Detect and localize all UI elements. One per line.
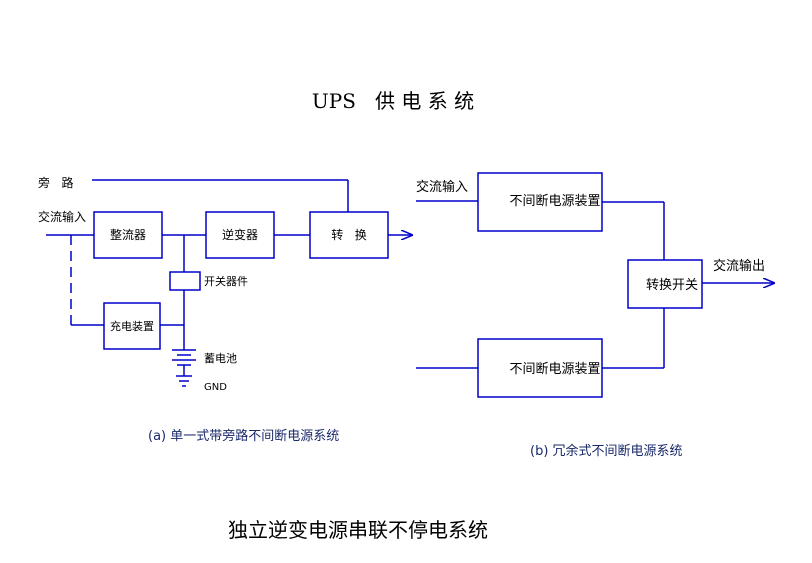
switch-device-box [169, 271, 201, 291]
transfer-label: 转 换 [331, 227, 366, 242]
caption-a: (a) 单一式带旁路不间断电源系统 [148, 428, 339, 444]
ac-output-label: 交流输出 [713, 258, 765, 274]
inverter-label: 逆变器 [222, 227, 258, 242]
ac-input-label-a: 交流输入 [38, 209, 86, 224]
battery-label: 蓄电池 [204, 352, 237, 365]
ups-box-bottom [477, 338, 603, 398]
ups-box-top [477, 172, 603, 232]
inverter-box [205, 211, 275, 259]
ac-input-label-b: 交流输入 [416, 179, 468, 195]
charger-box [103, 302, 161, 350]
gnd-label: GND [204, 382, 227, 393]
diagram-b: 交流输入 不间断电源装置 转换开关 交流输出 不间断电源装置 (b) 冗余式不间… [416, 172, 774, 459]
caption-b: (b) 冗余式不间断电源系统 [530, 443, 683, 459]
rectifier-label: 整流器 [110, 227, 146, 242]
ups-bottom-label: 不间断电源装置 [509, 362, 600, 377]
rectifier-box [93, 211, 163, 259]
diagram-a: 旁 路 交流输入 整流器 逆变器 转 换 开关器件 充电装置 [38, 175, 412, 444]
switch-device-label: 开关器件 [204, 274, 248, 288]
footer-caption: 独立逆变电源串联不停电系统 [228, 518, 488, 542]
ups-top-label: 不间断电源装置 [509, 194, 600, 209]
transfer-switch-box [627, 259, 703, 309]
bypass-label: 旁 路 [38, 175, 73, 190]
transfer-box [309, 211, 389, 259]
ground-icon [176, 375, 192, 387]
transfer-switch-label: 转换开关 [646, 278, 698, 293]
charger-label: 充电装置 [110, 319, 154, 333]
page-title: UPS 供 电 系 统 [312, 89, 474, 113]
battery-icon [172, 349, 196, 376]
